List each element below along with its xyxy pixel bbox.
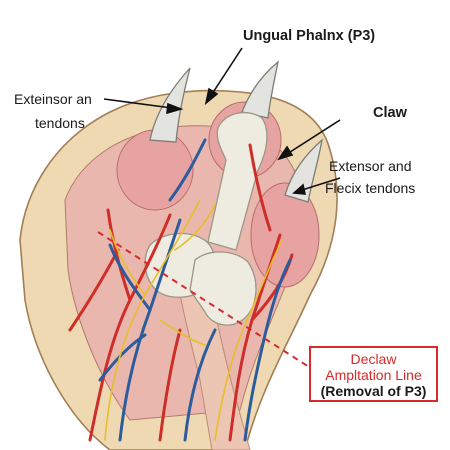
middle-claw xyxy=(241,60,279,119)
ungual-phalanx-label: Ungual Phalnx (P3) xyxy=(243,28,376,44)
nerves xyxy=(104,199,283,441)
left-toe-pad xyxy=(116,129,194,211)
extensor-tendons-label-line1: Exteinsor an xyxy=(14,91,92,107)
extensor-flexor-tendons-label: Extensor and Flecix tendons xyxy=(325,158,415,197)
arteries xyxy=(68,143,294,442)
extensor-tendons-label-line2: tendons xyxy=(35,114,85,131)
amputation-callout-box: Declaw Ampltation Line (Removal of P3) xyxy=(309,346,438,402)
claw-label: Claw xyxy=(373,105,407,121)
distal-bone-joint xyxy=(189,251,257,326)
extensor-flexor-label-line1: Extensor and xyxy=(329,158,412,174)
veins xyxy=(98,138,292,442)
amputation-callout-line2: Ampltation Line xyxy=(325,367,422,383)
extensor-tendons-label: Exteinsor an tendons xyxy=(14,91,92,132)
leader-lines xyxy=(103,47,341,195)
amputation-callout-line1: Declaw xyxy=(350,351,397,367)
right-toe-pad xyxy=(250,182,320,288)
middle-phalanx-bone xyxy=(207,111,268,251)
right-claw xyxy=(284,138,323,203)
amputation-line xyxy=(97,231,343,389)
extensor-flexor-label-line2: Flecix tendons xyxy=(325,179,416,196)
amputation-callout-line3: (Removal of P3) xyxy=(320,383,427,399)
